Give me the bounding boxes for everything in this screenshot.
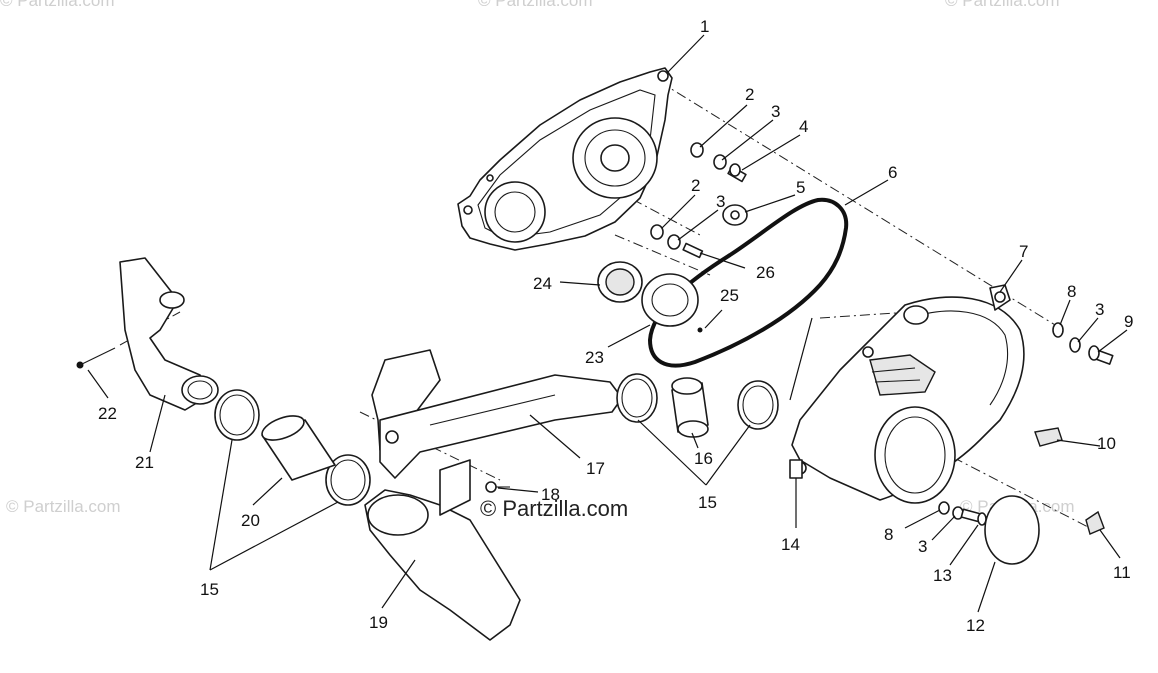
- watermark-top-center: © Partzilla.com: [478, 0, 593, 10]
- callout-15-right: 15: [698, 493, 717, 512]
- callout-3-right: 3: [1095, 300, 1104, 319]
- washer-3-right: [1069, 337, 1081, 353]
- air-box: [364, 459, 521, 641]
- bolt-4: [727, 163, 747, 183]
- callout-3-top: 3: [771, 102, 780, 121]
- intake-tube: [119, 257, 219, 411]
- callout-24: 24: [533, 274, 552, 293]
- bearing-plate: [641, 273, 703, 333]
- callout-14: 14: [781, 535, 800, 554]
- callout-2-mid: 2: [691, 176, 700, 195]
- callout-13: 13: [933, 566, 952, 585]
- callout-3-lower: 3: [918, 537, 927, 556]
- screw-22: [76, 347, 116, 369]
- washer-2-top: [690, 142, 704, 158]
- callout-labels: 1 2 3 4 2 3 5 6 7 8 3 9 24 26 25 23 22 2…: [98, 17, 1133, 635]
- callout-21: 21: [135, 453, 154, 472]
- callout-4: 4: [799, 117, 808, 136]
- callout-1: 1: [700, 17, 709, 36]
- washer-5: [722, 204, 748, 226]
- callout-7: 7: [1019, 242, 1028, 261]
- intake-duct: [371, 349, 623, 479]
- coupler: [671, 377, 709, 438]
- washer-2-lower: [650, 224, 664, 240]
- inner-cover-plate: [457, 67, 673, 251]
- callout-3-mid: 3: [716, 192, 725, 211]
- label-decal: [1034, 427, 1063, 447]
- screw-18: [485, 481, 510, 493]
- callout-2-top: 2: [745, 85, 754, 104]
- callout-20: 20: [241, 511, 260, 530]
- washer-3-lower: [667, 234, 681, 250]
- callout-11: 11: [1113, 563, 1131, 582]
- bolt-9: [1088, 345, 1114, 365]
- small-decal: [1085, 510, 1105, 535]
- watermark-top-left: © Partzilla.com: [0, 0, 115, 10]
- oil-seal: [597, 261, 643, 303]
- callout-17: 17: [586, 459, 605, 478]
- callout-22: 22: [98, 404, 117, 423]
- hose-clamp-upper-right: [737, 380, 779, 430]
- outer-clutch-cover: [791, 284, 1025, 504]
- hose-clamp-upper-left: [616, 373, 658, 423]
- callout-15-left: 15: [200, 580, 219, 599]
- callout-25: 25: [720, 286, 739, 305]
- callout-9: 9: [1124, 312, 1133, 331]
- washer-8-right: [1052, 322, 1064, 338]
- callout-23: 23: [585, 348, 604, 367]
- watermark-left: © Partzilla.com: [6, 497, 121, 516]
- callout-10: 10: [1097, 434, 1116, 453]
- washer-8-lower: [938, 501, 950, 515]
- hose-clamp-lower-right: [325, 454, 371, 506]
- hose-clamp-lower-left: [214, 389, 260, 441]
- callout-18: 18: [541, 485, 560, 504]
- callout-16: 16: [694, 449, 713, 468]
- leader-lines: [87, 34, 1128, 613]
- drive-belt: [647, 197, 849, 368]
- callout-19: 19: [369, 613, 388, 632]
- callout-26: 26: [756, 263, 775, 282]
- bolt-14: [789, 459, 803, 479]
- watermark-center: © Partzilla.com: [480, 496, 628, 521]
- washer-3-top: [713, 154, 727, 170]
- callout-6: 6: [888, 163, 897, 182]
- decal-disc: [984, 495, 1040, 565]
- callout-8-lower: 8: [884, 525, 893, 544]
- bolt-26: [682, 242, 704, 259]
- callout-5: 5: [796, 178, 805, 197]
- watermark-top-right: © Partzilla.com: [945, 0, 1060, 10]
- callout-8-right: 8: [1067, 282, 1076, 301]
- callout-12: 12: [966, 616, 985, 635]
- hose: [261, 415, 336, 481]
